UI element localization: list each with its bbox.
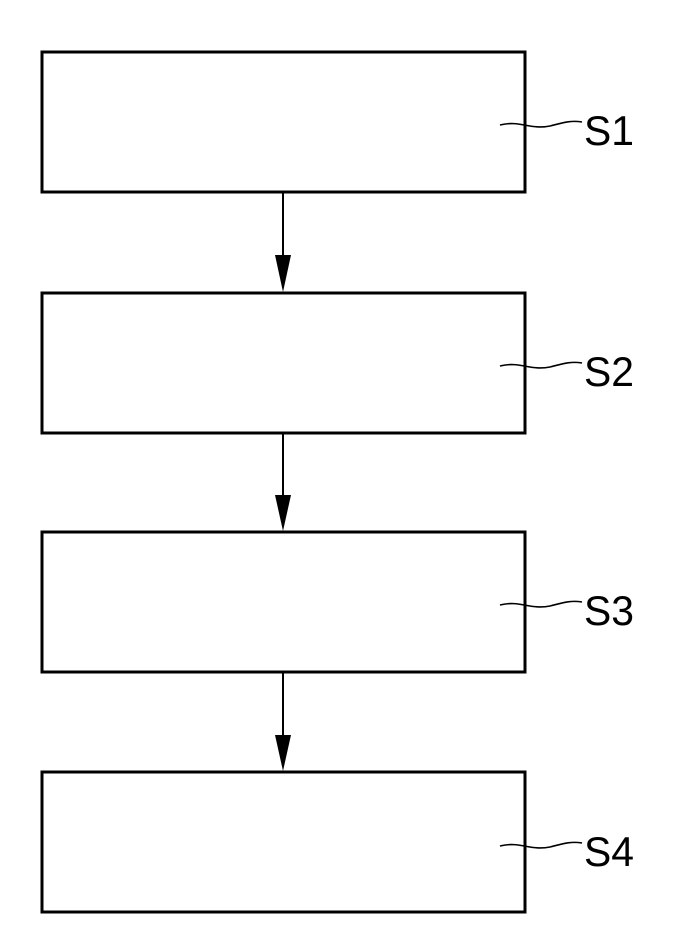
arrow-s2-to-s3	[275, 434, 291, 531]
step-box-s1	[42, 52, 525, 192]
arrowhead-icon	[275, 735, 291, 771]
arrowhead-icon	[275, 495, 291, 531]
step-label-s2: S2	[584, 348, 634, 395]
step-label-s1: S1	[584, 107, 634, 154]
arrow-s1-to-s2	[275, 193, 291, 292]
arrow-s3-to-s4	[275, 673, 291, 771]
step-box-s4	[42, 772, 525, 912]
step-box-s3	[42, 532, 525, 672]
step-box-s2	[42, 293, 525, 433]
step-label-s4: S4	[584, 828, 634, 875]
arrowhead-icon	[275, 255, 291, 292]
step-label-s3: S3	[584, 587, 634, 634]
